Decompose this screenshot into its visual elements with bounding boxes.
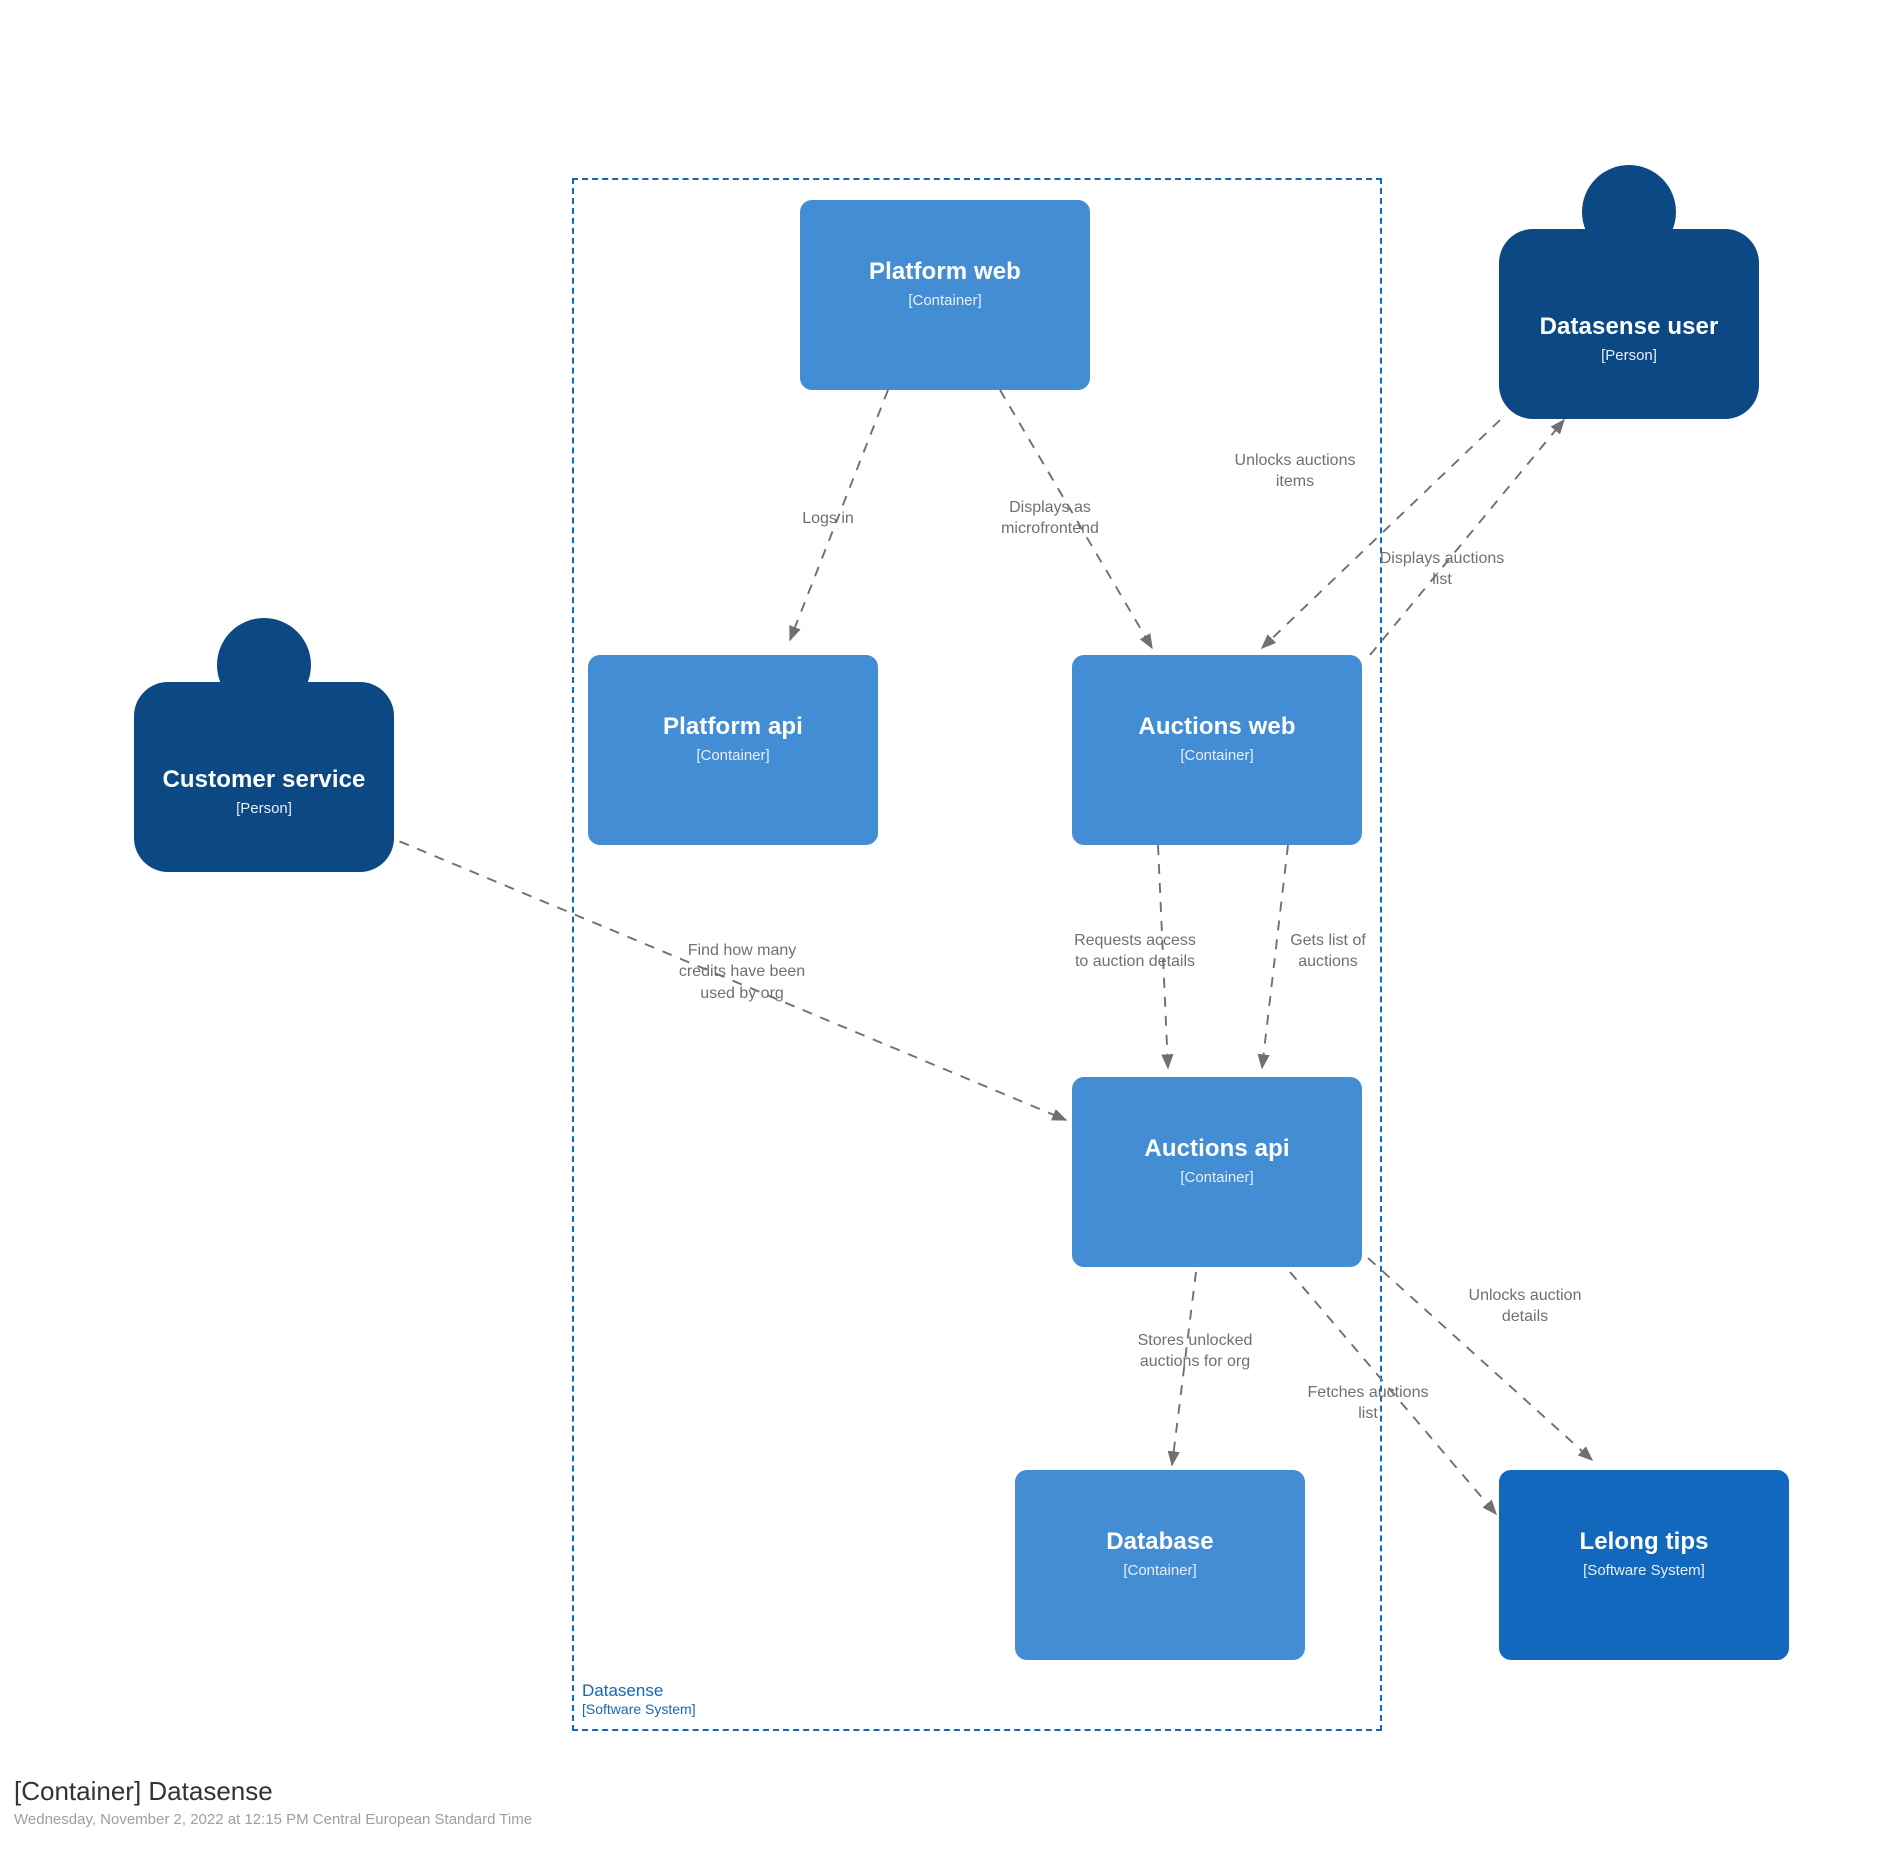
node-datasense-user-type: [Person] bbox=[1601, 346, 1657, 364]
node-auctions-web-name: Auctions web bbox=[1138, 713, 1296, 740]
node-auctions-api[interactable]: Auctions api [Container] bbox=[1072, 1077, 1362, 1267]
node-lelong-tips-type: [Software System] bbox=[1583, 1561, 1705, 1579]
edge-label-gets-list-of-auctions: Gets list of auctions bbox=[1290, 932, 1366, 971]
node-auctions-api-name: Auctions api bbox=[1144, 1135, 1290, 1162]
boundary-label: Datasense [Software System] bbox=[582, 1680, 696, 1719]
edge-label-requests-access-to-auction-details: Requests access to auction details bbox=[1074, 932, 1196, 971]
node-database[interactable]: Database [Container] bbox=[1015, 1470, 1305, 1660]
caption-title: [Container] Datasense bbox=[14, 1776, 273, 1806]
person-body-shape bbox=[1499, 229, 1759, 419]
node-customer-service-text: Customer service [Person] bbox=[134, 766, 394, 818]
node-platform-api[interactable]: Platform api [Container] bbox=[588, 655, 878, 845]
node-database-type: [Container] bbox=[1123, 1561, 1197, 1579]
boundary-name: Datasense bbox=[582, 1681, 664, 1700]
node-platform-web-name: Platform web bbox=[869, 258, 1021, 285]
edge-label-unlocks-auctions-items: Unlocks auctions items bbox=[1234, 452, 1356, 491]
edge-label-fetches-auctions-list: Fetches auctions list bbox=[1307, 1384, 1429, 1423]
node-datasense-user-name: Datasense user bbox=[1539, 313, 1719, 340]
node-datasense-user-text: Datasense user [Person] bbox=[1499, 313, 1759, 365]
node-auctions-web[interactable]: Auctions web [Container] bbox=[1072, 655, 1362, 845]
node-platform-web-type: [Container] bbox=[908, 291, 982, 309]
node-platform-web[interactable]: Platform web [Container] bbox=[800, 200, 1090, 390]
edge-label-logs-in: Logs in bbox=[802, 510, 854, 527]
node-lelong-tips-name: Lelong tips bbox=[1579, 1528, 1709, 1555]
node-platform-api-name: Platform api bbox=[663, 713, 803, 740]
edge-label-displays-auctions-list: Displays auctions list bbox=[1379, 550, 1505, 589]
node-auctions-web-type: [Container] bbox=[1180, 746, 1254, 764]
edge-label-unlocks-auction-details: Unlocks auction details bbox=[1468, 1287, 1582, 1326]
edge-label-find-how-many-credits: Find how many credits have been used by … bbox=[678, 942, 806, 1002]
boundary-type: [Software System] bbox=[582, 1701, 696, 1718]
node-database-name: Database bbox=[1106, 1528, 1214, 1555]
node-auctions-api-type: [Container] bbox=[1180, 1168, 1254, 1186]
person-body-shape bbox=[134, 682, 394, 872]
node-lelong-tips[interactable]: Lelong tips [Software System] bbox=[1499, 1470, 1789, 1660]
edge-label-displays-as-microfrontend: Displays as microfrontend bbox=[1001, 499, 1099, 538]
caption-subtitle: Wednesday, November 2, 2022 at 12:15 PM … bbox=[14, 1811, 533, 1829]
node-customer-service-type: [Person] bbox=[236, 799, 292, 817]
diagram-caption: [Container] Datasense Wednesday, Novembe… bbox=[14, 1776, 532, 1829]
node-customer-service[interactable]: Customer service [Person] bbox=[134, 618, 394, 872]
edge-label-stores-unlocked-auctions: Stores unlocked auctions for org bbox=[1137, 1332, 1253, 1371]
node-datasense-user[interactable]: Datasense user [Person] bbox=[1499, 165, 1759, 419]
node-customer-service-name: Customer service bbox=[162, 766, 366, 793]
node-platform-api-type: [Container] bbox=[696, 746, 770, 764]
